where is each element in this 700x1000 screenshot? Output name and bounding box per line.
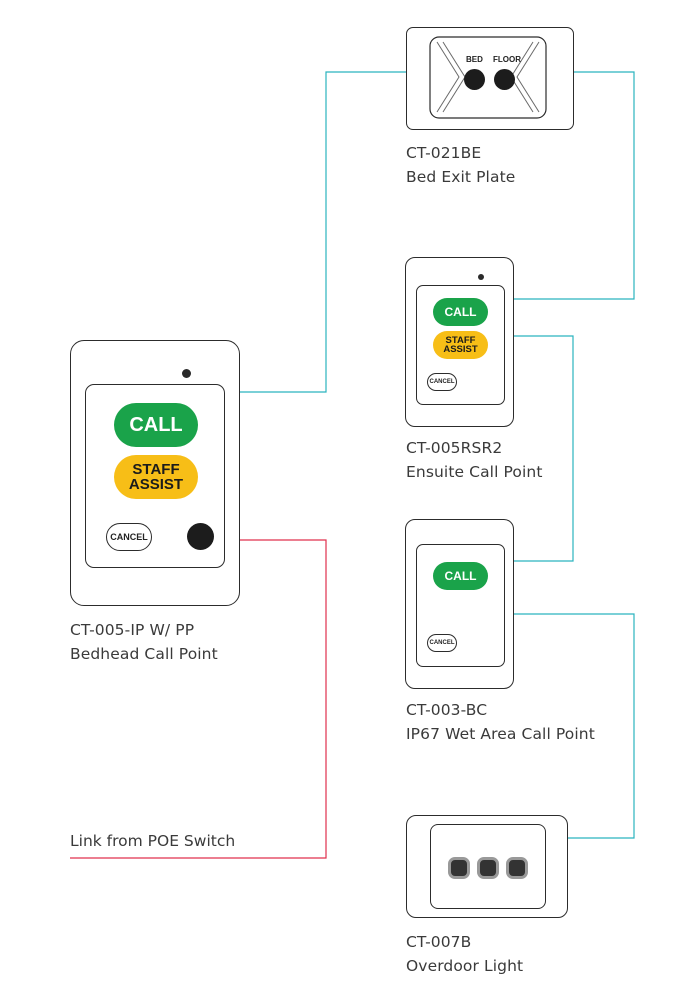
- cancel-button[interactable]: CANCEL: [427, 634, 457, 652]
- wire-poe-link: [70, 539, 327, 859]
- bedhead-call-point: CALL STAFF ASSIST CANCEL: [70, 340, 240, 606]
- indicator-led-icon: [478, 274, 484, 280]
- lens-2-icon: [477, 857, 499, 879]
- pendant-socket-icon: [187, 523, 214, 550]
- wet-area-caption: CT-003-BC IP67 Wet Area Call Point: [406, 698, 595, 746]
- lens-3-icon: [506, 857, 528, 879]
- poe-link-label: Link from POE Switch: [70, 832, 236, 850]
- wire-ensuite-to-wet-area: [514, 335, 574, 562]
- bed-exit-caption: CT-021BE Bed Exit Plate: [406, 141, 515, 189]
- device-code: CT-007B: [406, 933, 472, 951]
- device-name: Overdoor Light: [406, 957, 524, 975]
- bedhead-caption: CT-005-IP W/ PP Bedhead Call Point: [70, 618, 218, 666]
- ensuite-caption: CT-005RSR2 Ensuite Call Point: [406, 436, 543, 484]
- bed-label: BED: [466, 55, 483, 64]
- call-button[interactable]: CALL: [114, 403, 198, 447]
- device-code: CT-005RSR2: [406, 439, 503, 457]
- wet-area-button-panel: CALL CANCEL: [416, 544, 505, 667]
- cancel-button[interactable]: CANCEL: [106, 523, 152, 551]
- wire-wet-area-to-overdoor: [514, 613, 635, 839]
- bed-sensor-socket-icon[interactable]: [464, 69, 485, 90]
- staff-assist-button[interactable]: STAFF ASSIST: [114, 455, 198, 499]
- wire-bed-exit-to-ensuite: [514, 71, 635, 300]
- call-button[interactable]: CALL: [433, 562, 488, 590]
- device-name: IP67 Wet Area Call Point: [406, 725, 595, 743]
- ensuite-button-panel: CALL STAFF ASSIST CANCEL: [416, 285, 505, 405]
- overdoor-lens-panel: [430, 824, 546, 909]
- lens-1-icon: [448, 857, 470, 879]
- device-code: CT-005-IP W/ PP: [70, 621, 195, 639]
- overdoor-caption: CT-007B Overdoor Light: [406, 930, 523, 978]
- indicator-led-icon: [182, 369, 191, 378]
- call-button[interactable]: CALL: [433, 298, 488, 326]
- wire-bedhead-to-bed-exit: [240, 71, 406, 393]
- wet-area-call-point: CALL CANCEL: [405, 519, 514, 689]
- cancel-button[interactable]: CANCEL: [427, 373, 457, 391]
- device-name: Bed Exit Plate: [406, 168, 516, 186]
- bed-exit-panel-icon: [429, 36, 547, 119]
- device-code: CT-021BE: [406, 144, 482, 162]
- device-name: Ensuite Call Point: [406, 463, 543, 481]
- overdoor-light: [406, 815, 568, 918]
- floor-label: FLOOR: [493, 55, 521, 64]
- staff-assist-button[interactable]: STAFF ASSIST: [433, 331, 488, 359]
- bed-exit-plate: BED FLOOR: [406, 27, 574, 130]
- ensuite-call-point: CALL STAFF ASSIST CANCEL: [405, 257, 514, 427]
- bedhead-button-panel: CALL STAFF ASSIST CANCEL: [85, 384, 225, 568]
- device-code: CT-003-BC: [406, 701, 488, 719]
- floor-sensor-socket-icon[interactable]: [494, 69, 515, 90]
- device-name: Bedhead Call Point: [70, 645, 218, 663]
